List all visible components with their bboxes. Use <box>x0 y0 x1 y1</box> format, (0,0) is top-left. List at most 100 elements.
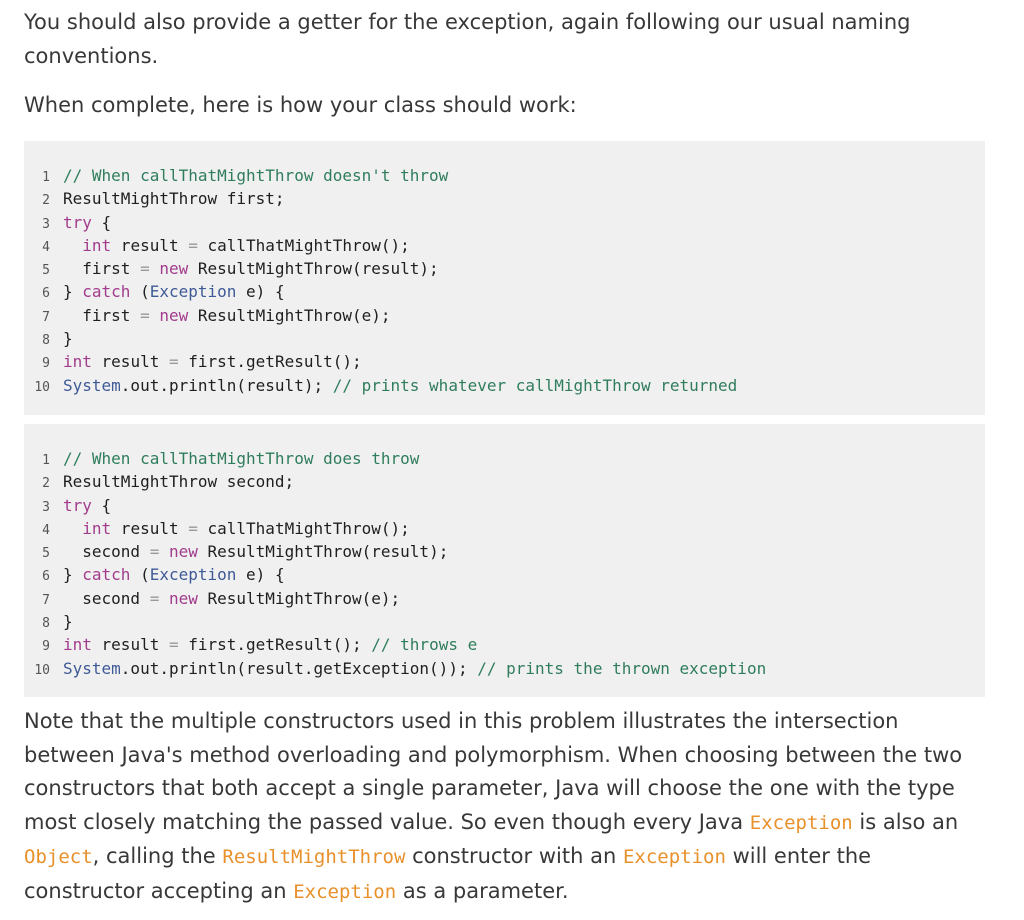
paragraph-usage-intro: When complete, here is how your class sh… <box>24 93 577 117</box>
code-text: first <box>82 305 141 325</box>
code-line: 8} <box>24 327 985 350</box>
code-line: 8} <box>24 610 985 633</box>
code-keyword: int <box>63 635 92 655</box>
code-comment: // throws e <box>371 635 478 655</box>
code-text: first.getResult(); <box>178 635 372 655</box>
line-number: 9 <box>42 639 50 655</box>
code-operator: = <box>168 635 179 655</box>
inline-code: Exception <box>749 811 853 834</box>
code-keyword: try <box>63 212 92 232</box>
line-number: 5 <box>42 546 50 562</box>
code-operator: = <box>168 352 179 372</box>
paragraph-text: as a parameter. <box>396 878 569 903</box>
code-line: 1 // When callThatMightThrow does throw <box>24 447 985 470</box>
paragraph-text: Note that the multiple constructors used… <box>24 709 963 834</box>
code-block-no-throw: 1 // When callThatMightThrow doesn't thro… <box>24 141 985 415</box>
code-line: 6} catch (Exception e) { <box>24 280 985 303</box>
code-text: result <box>111 518 189 538</box>
line-number: 9 <box>42 356 50 372</box>
code-keyword: new <box>149 259 189 279</box>
code-comment: // When callThatMightThrow doesn't throw <box>63 166 449 185</box>
code-line: 2 ResultMightThrow second; <box>24 470 985 493</box>
code-type: System <box>63 658 121 678</box>
code-text: } <box>63 565 83 585</box>
code-text: } <box>63 329 73 349</box>
code-text: ResultMightThrow(result); <box>197 542 449 562</box>
code-type: Exception <box>149 565 237 585</box>
code-comment: // prints the thrown exception <box>477 658 767 678</box>
code-text: callThatMightThrow(); <box>197 518 410 538</box>
paragraph-text: is also an <box>852 809 959 834</box>
code-text: first <box>82 259 141 279</box>
code-operator: = <box>188 518 198 538</box>
line-number: 8 <box>42 333 50 349</box>
code-text: e) { <box>236 565 285 585</box>
code-keyword: catch <box>82 282 131 302</box>
code-text: .out.println(result.getException()); <box>120 658 478 678</box>
code-text: second <box>82 588 150 608</box>
paragraph-getter-note: You should also provide a getter for the… <box>24 10 911 68</box>
paragraph-text: constructor with an <box>405 844 623 868</box>
code-text: result <box>111 235 189 255</box>
line-number: 7 <box>42 592 50 608</box>
code-operator: = <box>140 305 150 325</box>
code-keyword: new <box>149 305 189 325</box>
code-keyword: new <box>159 588 198 608</box>
line-number: 3 <box>42 216 50 232</box>
code-keyword: int <box>63 352 92 372</box>
code-line: 4 int result = callThatMightThrow(); <box>24 234 985 257</box>
code-text: callThatMightThrow(); <box>197 235 410 255</box>
code-line: 9 int result = first.getResult(); // thro… <box>24 633 985 656</box>
line-number: 2 <box>42 476 50 492</box>
code-operator: = <box>149 588 160 608</box>
code-line: 7 first = new ResultMightThrow(e); <box>24 304 985 327</box>
code-text: e) { <box>236 282 285 302</box>
inline-code: ResultMightThrow <box>222 846 406 868</box>
line-number: 1 <box>42 170 50 185</box>
inline-code: Exception <box>622 846 726 868</box>
code-line: 9 int result = first.getResult(); <box>24 350 985 373</box>
code-text: first.getResult(); <box>178 352 362 372</box>
line-number: 1 <box>42 453 50 468</box>
code-text: ( <box>130 565 150 585</box>
code-keyword: int <box>82 518 112 538</box>
line-number: 5 <box>42 263 50 279</box>
line-number: 4 <box>42 522 50 538</box>
code-keyword: try <box>63 495 92 515</box>
line-number: 3 <box>42 499 50 515</box>
code-text: ResultMightThrow second; <box>63 472 295 492</box>
code-keyword: int <box>82 235 112 255</box>
code-text: ResultMightThrow(e); <box>188 305 391 325</box>
code-text: ResultMightThrow(e); <box>197 588 401 608</box>
code-text: result <box>91 635 169 655</box>
code-comment: // prints whatever callMightThrow return… <box>332 375 738 395</box>
code-text: } <box>63 612 73 632</box>
code-line: 4 int result = callThatMightThrow(); <box>24 517 985 540</box>
line-number: 10 <box>34 379 50 395</box>
code-type: System <box>63 375 121 395</box>
code-keyword: catch <box>82 565 131 585</box>
line-number: 2 <box>42 193 50 209</box>
code-operator: = <box>149 542 160 562</box>
code-text: } <box>63 282 83 302</box>
code-text: result <box>91 352 169 372</box>
code-line: 3 try { <box>24 211 985 234</box>
code-block-throws: 1 // When callThatMightThrow does throw 2… <box>24 424 985 697</box>
code-line: 5 first = new ResultMightThrow(result); <box>24 257 985 280</box>
paragraph-text: , calling the <box>92 844 223 868</box>
code-comment: // When callThatMightThrow does throw <box>63 449 420 468</box>
code-text: { <box>91 212 112 232</box>
code-text: ( <box>130 282 150 302</box>
line-number: 7 <box>42 309 50 325</box>
code-operator: = <box>188 235 198 255</box>
code-line: 6} catch (Exception e) { <box>24 563 985 586</box>
code-text: second <box>82 542 150 562</box>
code-operator: = <box>140 259 150 279</box>
inline-code: Exception <box>293 880 397 903</box>
code-type: Exception <box>149 282 237 302</box>
line-number: 6 <box>42 286 50 302</box>
